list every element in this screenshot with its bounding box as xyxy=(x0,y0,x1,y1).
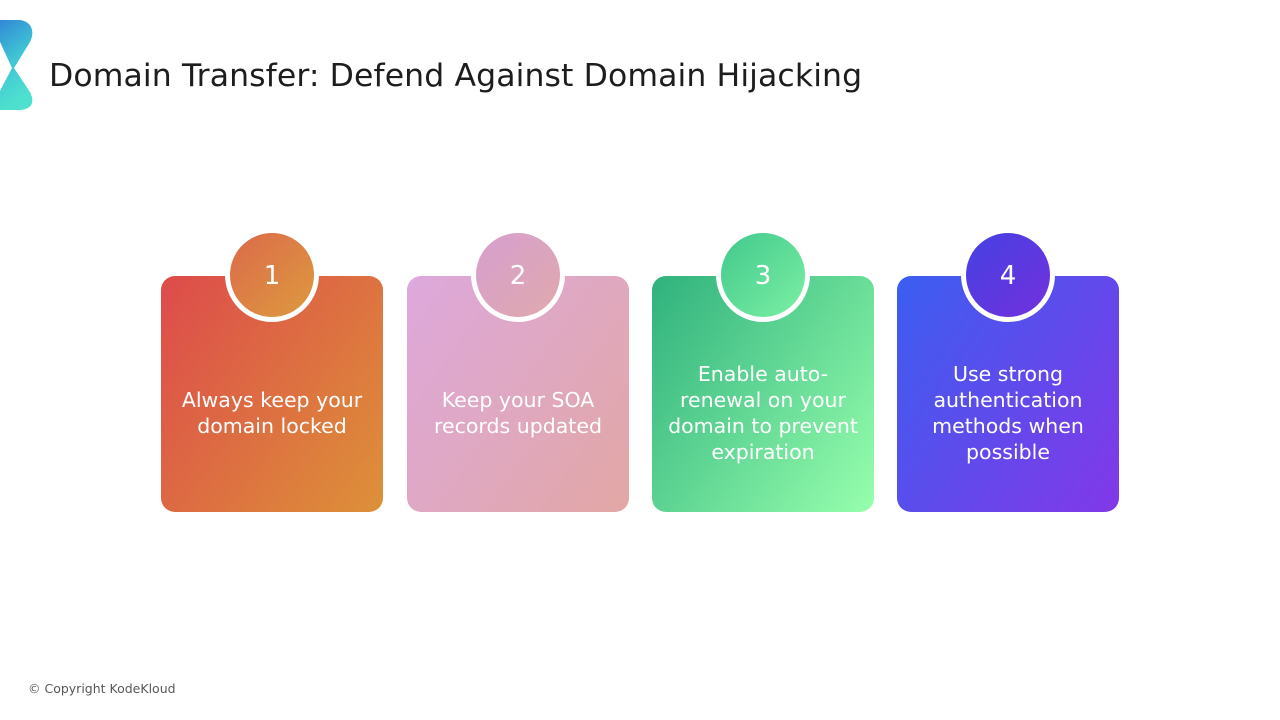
step-card-4-badge: 4 xyxy=(961,228,1055,322)
footer-copyright: © Copyright KodeKloud xyxy=(28,681,176,696)
steps-card-row: Always keep your domain locked 1 Keep yo… xyxy=(161,228,1119,512)
step-card-4-body: Use strong authentication methods when p… xyxy=(897,276,1119,512)
page-title: Domain Transfer: Defend Against Domain H… xyxy=(49,58,863,94)
step-card-4[interactable]: Use strong authentication methods when p… xyxy=(897,228,1119,512)
step-card-3-badge: 3 xyxy=(716,228,810,322)
step-card-1-badge: 1 xyxy=(225,228,319,322)
step-card-3-number: 3 xyxy=(754,261,772,291)
kodekloud-logo xyxy=(0,18,36,110)
step-card-3-text: Enable auto-renewal on your domain to pr… xyxy=(668,362,858,464)
step-card-3[interactable]: Enable auto-renewal on your domain to pr… xyxy=(652,228,874,512)
step-card-1-number: 1 xyxy=(263,261,281,291)
step-card-2-text: Keep your SOA records updated xyxy=(434,388,602,438)
step-card-4-text: Use strong authentication methods when p… xyxy=(932,362,1084,464)
step-card-2[interactable]: Keep your SOA records updated 2 xyxy=(407,228,629,512)
step-card-1[interactable]: Always keep your domain locked 1 xyxy=(161,228,383,512)
step-card-3-body: Enable auto-renewal on your domain to pr… xyxy=(652,276,874,512)
chevron-right-icon xyxy=(0,20,33,110)
step-card-2-badge: 2 xyxy=(471,228,565,322)
step-card-4-number: 4 xyxy=(999,261,1017,291)
step-card-2-number: 2 xyxy=(509,261,527,291)
step-card-1-text: Always keep your domain locked xyxy=(181,388,363,438)
